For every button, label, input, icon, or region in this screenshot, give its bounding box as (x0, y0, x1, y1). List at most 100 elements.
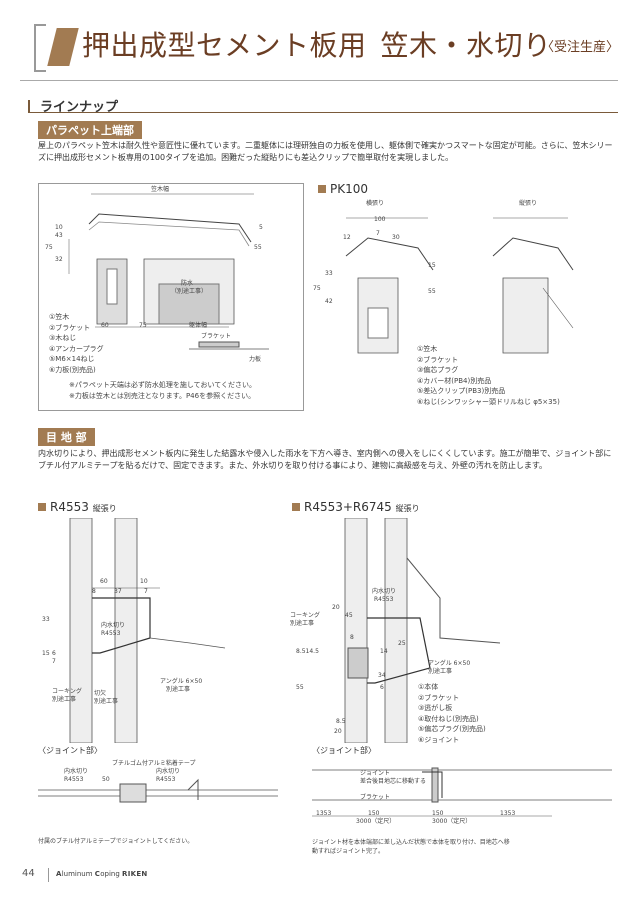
joint-note1: ジョイント (360, 770, 391, 777)
part-item: ③木ねじ (49, 334, 77, 342)
pk100-drawing (318, 208, 608, 358)
joint-right-drawing (312, 760, 612, 822)
parapet-diagram: 笠木幅 75 43 10 32 55 5 防水 （別途工事） 60 75 躯体幅… (38, 183, 304, 411)
r6-uchimizu: 内水切り (372, 588, 397, 595)
joint-left-drawing (38, 760, 278, 820)
footer-divider (48, 868, 49, 882)
pk100-tate: 縦張り (519, 200, 538, 207)
r-dim-8: 8 (92, 588, 96, 595)
r6-angle-note: 別途工事 (428, 668, 453, 675)
r-dim-7b: 7 (52, 658, 56, 665)
joint-note3: ブラケット (360, 794, 391, 801)
header-rule (20, 80, 618, 81)
parapet-description: 屋上のパラペット笠木は耐久性や意匠性に優れています。二重躯体には理研独自の力板を… (38, 141, 613, 162)
pk-dim-33: 33 (325, 270, 333, 277)
part-item: ③逃がし板 (418, 704, 453, 712)
parapet-drawing (39, 184, 303, 410)
dim-10: 10 (55, 224, 63, 231)
part-item: ⑥力板(別売品) (49, 365, 96, 374)
kasagi-width-label: 笠木幅 (151, 186, 170, 193)
part-item: ①笠木 (417, 345, 438, 353)
r6-caulk-note: 別途工事 (290, 620, 315, 627)
dim-75: 75 (45, 244, 53, 251)
joint-note2: 差合後目地芯に移動する (360, 778, 427, 785)
page-number: 44 (22, 868, 35, 879)
r4553-drawing (40, 518, 280, 743)
r6-model: R4553 (374, 596, 394, 603)
footer-brand: Aluminum Coping RIKEN (56, 870, 148, 878)
part-item: ②ブラケット (418, 693, 460, 702)
rikiban-label: 力板 (249, 356, 262, 363)
r6745-title: R4553+R6745 縦張り (292, 500, 420, 514)
joint-right-caption: ジョイント材を本体端部に差し込んだ状態で本体を取り付け、目地芯へ移動すればジョイ… (312, 839, 510, 855)
part-item: ④取付ねじ(別売品) (418, 714, 479, 723)
r4553-title: R4553 縦張り (38, 500, 117, 514)
joint-description: 内水切りにより、押出成形セメント板内に発生した結露水や侵入した雨水を下方へ導き、… (38, 449, 612, 470)
r-caulk-note: 別途工事 (52, 696, 77, 703)
r6-dim-25: 25 (398, 640, 406, 647)
r6-dim-55: 55 (296, 684, 304, 691)
part-item: ⑤差込クリップ(PB3)別売品 (417, 387, 506, 395)
part-item: ⑥ねじ(シンワッシャー頭ドリルねじ φ5×35) (417, 397, 560, 406)
page-title: 押出成型セメント板用笠木・水切り (82, 29, 552, 62)
part-item: ①笠木 (49, 313, 70, 321)
pk-dim-55: 55 (428, 288, 436, 295)
r-dim-60: 60 (100, 578, 108, 585)
part-item: ④アンカープラグ (49, 344, 104, 353)
r6-dim-6: 6 (380, 684, 384, 691)
joint-tag: 目 地 部 (38, 428, 95, 446)
part-item: ②ブラケット (417, 355, 459, 364)
dim-75b: 75 (139, 322, 147, 329)
dim-55: 55 (254, 244, 262, 251)
joint-uchi-r: 内水切り (156, 768, 181, 775)
lineup-title: ラインナップ (40, 100, 119, 115)
r-dim-33: 33 (42, 616, 50, 623)
dim-60: 60 (101, 322, 109, 329)
r6-dim-20b: 20 (334, 728, 342, 735)
joint-d1353: 1353 (316, 810, 332, 817)
r-uchimizu: 内水切り (101, 622, 126, 629)
pk-dim-12: 12 (343, 234, 351, 241)
joint-right-title: 〈ジョイント部〉 (312, 746, 376, 755)
pk-dim-42: 42 (325, 298, 333, 305)
part-item: ⑥ジョイント (418, 735, 460, 744)
joint-uchi-l: 内水切り (64, 768, 89, 775)
joint-left-caption: 付属のブチル付アルミテープでジョイントしてください。 (38, 838, 194, 845)
pk-dim-75: 75 (313, 285, 321, 292)
r-angle: アングル 6×50 (160, 678, 203, 685)
joint-d150: 150 (368, 810, 380, 817)
joint-d150b: 150 (432, 810, 444, 817)
r-angle-note: 別途工事 (166, 686, 191, 693)
pk100-parts-list: ①笠木 ②ブラケット ③偏芯プラグ ④カバー材(PB4)別売品 ⑤差込クリップ(… (417, 344, 560, 407)
kutai-width: 躯体幅 (189, 322, 208, 329)
r-dim-6: 6 (52, 650, 56, 657)
joint-tape: ブチルゴム付アルミ粘着テープ (112, 760, 196, 767)
part-item: ②ブラケット (49, 323, 91, 332)
r-caulk: コーキング (52, 688, 82, 695)
r6-dim-14: 14 (380, 648, 388, 655)
order-note: 〈受注生産〉 (541, 40, 620, 55)
header-bracket (34, 24, 46, 72)
pk-dim-15: 15 (428, 262, 436, 269)
dim-5: 5 (259, 224, 263, 231)
joint-d50: 50 (102, 776, 110, 783)
bousui-note: （別途工事） (171, 288, 208, 295)
parapet-parts-list: ①笠木 ②ブラケット ③木ねじ ④アンカープラグ ⑤M6×14ねじ ⑥力板(別売… (49, 312, 104, 375)
dim-43: 43 (55, 232, 63, 239)
r6-dim-34: 34 (378, 672, 386, 679)
joint-d1353b: 1353 (500, 810, 516, 817)
bousui-label: 防水 (181, 280, 194, 287)
part-item: ④カバー材(PB4)別売品 (417, 376, 492, 385)
pk100-yoko: 横張り (366, 200, 385, 207)
joint-d3000: 3000（定尺） (356, 818, 396, 825)
bracket-label: ブラケット (201, 333, 232, 340)
r-dim-15: 15 (42, 650, 50, 657)
r-dim-37: 37 (114, 588, 122, 595)
lineup-rule (28, 112, 618, 113)
r6-dim-20: 20 (332, 604, 340, 611)
r-cut: 切欠 (94, 690, 107, 697)
r6-dim-51: 8.514.5 (296, 648, 319, 655)
parapet-tag: パラペット上端部 (38, 121, 142, 139)
square-icon (318, 185, 326, 193)
part-item: ⑤M6×14ねじ (49, 355, 95, 363)
